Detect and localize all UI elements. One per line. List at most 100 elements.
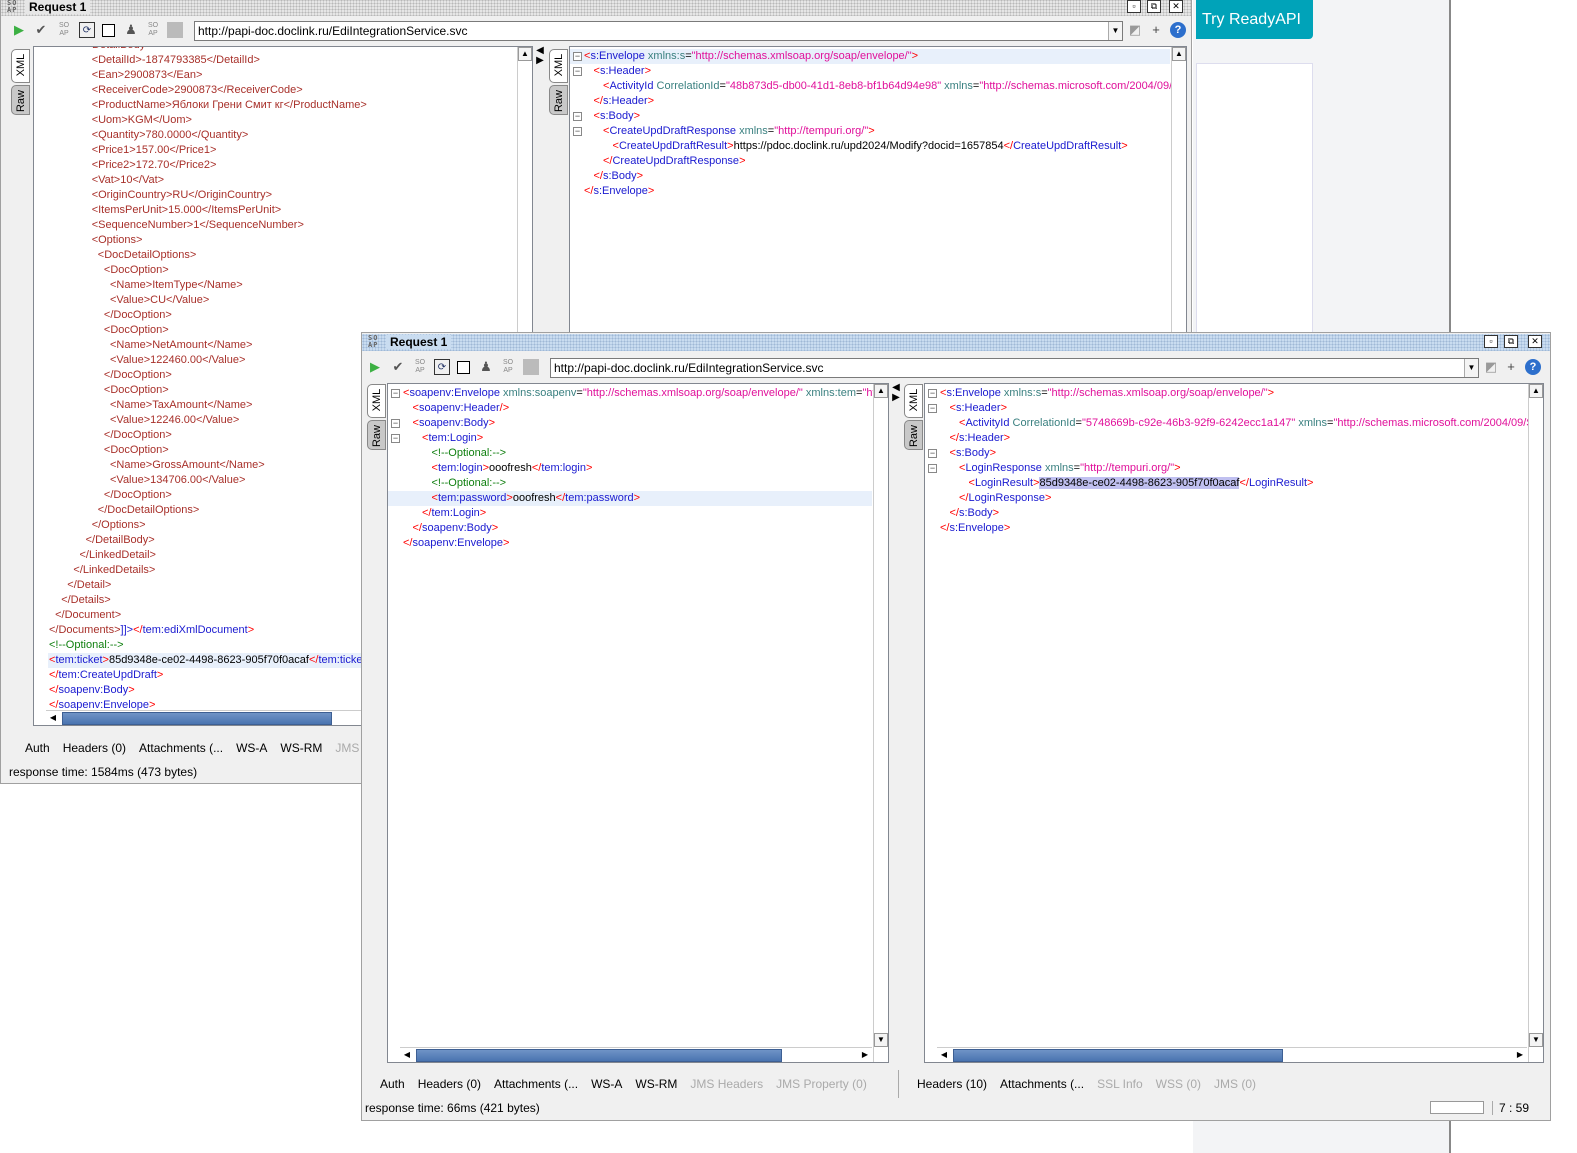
vertical-scrollbar[interactable]: ▲▼ [1528,384,1543,1062]
splitter-arrows-icon[interactable]: ◀▶ [892,382,900,403]
add-icon[interactable]: + [1152,22,1160,37]
response-time-status: response time: 1584ms (473 bytes) [9,765,198,779]
tab-raw[interactable]: Raw [11,85,30,115]
collapse-icon[interactable]: − [391,418,400,428]
collapse-icon[interactable]: − [573,51,582,61]
edit-icon[interactable]: ◩ [1484,359,1498,374]
collapse-icon[interactable]: − [928,463,937,473]
xml-line: <LoginResult>85d9348e-ce02-4498-8623-905… [925,476,1527,491]
collapse-icon[interactable]: − [391,433,400,443]
endpoint-url-field[interactable]: http://papi-doc.doclink.ru/EdiIntegratio… [550,358,1479,378]
horizontal-scrollbar[interactable]: ◀▶ [937,1047,1527,1062]
bottom-tab[interactable]: Attachments (... [139,741,224,755]
collapse-icon[interactable]: − [391,388,400,398]
xml-token: soapenv:Envelope [58,699,149,711]
chevron-down-icon[interactable]: ▼ [1464,359,1478,377]
stop-icon[interactable] [457,361,470,374]
divider [898,1070,899,1098]
window-title: Request 1 [25,0,91,14]
maximize-icon[interactable]: ⧉ [1147,0,1161,13]
xml-line: <Quantity>780.0000</Quantity> [48,128,516,143]
tab-raw[interactable]: Raw [549,85,568,115]
tab-xml[interactable]: XML [549,49,568,83]
bottom-tab[interactable]: Headers (0) [417,1077,482,1091]
user-icon[interactable]: ♟ [480,359,492,374]
close-icon[interactable]: ✕ [1528,335,1542,348]
run-icon[interactable]: ▶ [14,22,24,37]
tab-raw[interactable]: Raw [904,420,923,450]
minimize-icon[interactable]: ▫ [1484,335,1498,348]
request-xml-editor[interactable]: −<soapenv:Envelope xmlns:soapenv="http:/… [387,383,889,1063]
xml-token: <ItemsPerUnit>15.000</ItemsPerUnit> [91,204,282,216]
collapse-icon[interactable]: − [573,126,582,136]
edit-icon[interactable]: ◩ [1128,22,1142,37]
tab-xml[interactable]: XML [904,384,923,418]
xml-line: <CreateUpdDraftResult>https://pdoc.docli… [570,139,1170,154]
add-icon[interactable]: + [1507,359,1515,374]
xml-line: <Vat>10</Vat> [48,173,516,188]
bottom-tab[interactable]: Headers (0) [62,741,127,755]
stop-icon[interactable] [102,24,115,37]
bottom-tab[interactable]: WS-RM [280,741,323,755]
tab-raw[interactable]: Raw [367,420,386,450]
tab-xml[interactable]: XML [367,384,386,418]
splitter-arrows-icon[interactable]: ◀▶ [536,45,544,66]
xml-token: </DetailBody> [85,534,155,546]
try-readyapi-button[interactable]: Try ReadyAPI [1196,0,1313,39]
refresh-icon[interactable]: ⟳ [434,359,450,375]
bottom-tab[interactable]: Attachments (... [494,1077,579,1091]
bottom-tab[interactable]: Auth [380,1077,405,1091]
collapse-icon[interactable]: − [573,111,582,121]
xml-line: <DocOption> [48,323,516,338]
bottom-tab[interactable]: WS-A [591,1077,623,1091]
chevron-down-icon[interactable]: ▼ [1108,22,1122,40]
user-icon[interactable]: ♟ [125,22,137,37]
horizontal-scrollbar[interactable]: ◀▶ [400,1047,872,1062]
xml-token: LoginResult [974,477,1034,489]
run-icon[interactable]: ▶ [370,359,380,374]
help-icon[interactable]: ? [1170,22,1186,38]
help-icon[interactable]: ? [1525,359,1541,375]
bottom-tab[interactable]: Headers (10) [917,1077,988,1091]
minimize-icon[interactable]: ▫ [1127,0,1141,13]
add-assertion-icon[interactable]: ✔ [35,22,47,37]
collapse-icon[interactable]: − [928,448,937,458]
xml-line: </s:Header> [925,431,1527,446]
xml-line: <Uom>KGM</Uom> [48,113,516,128]
collapse-icon[interactable]: − [928,403,937,413]
xml-token: > [247,624,255,636]
xml-token: > [506,492,513,504]
xml-token: </ [949,507,959,519]
xml-line: </Details> [48,593,516,608]
add-assertion-icon[interactable]: ✔ [392,359,404,374]
xml-token: xmlns [1295,417,1328,429]
xml-token: <OriginCountry>RU</OriginCountry> [91,189,273,201]
response-xml-editor[interactable]: −<s:Envelope xmlns:s="http://schemas.xml… [924,383,1544,1063]
vertical-scrollbar[interactable]: ▲▼ [873,384,888,1062]
collapse-icon[interactable]: − [573,66,582,76]
xml-token: tem:password [437,492,507,504]
endpoint-url-field[interactable]: http://papi-doc.doclink.ru/EdiIntegratio… [194,21,1123,41]
bottom-tab[interactable]: WS-A [236,741,268,755]
xml-token: <Uom>KGM</Uom> [91,114,192,126]
xml-line: −<s:Header> [925,401,1527,416]
tab-xml[interactable]: XML [11,49,30,83]
xml-token: </DocOption> [103,429,172,441]
collapse-icon[interactable]: − [928,388,937,398]
maximize-icon[interactable]: ⧉ [1504,335,1518,348]
bottom-tab[interactable]: Auth [25,741,50,755]
close-icon[interactable]: ✕ [1169,0,1183,13]
xml-token: = [1073,462,1081,474]
xml-token: = [767,125,775,137]
refresh-icon[interactable]: ⟳ [79,22,95,38]
bottom-tab[interactable]: Attachments (... [1000,1077,1085,1091]
xml-line: <ProductName>Яблоки Грени Смит кг</Produ… [48,98,516,113]
bottom-tab[interactable]: WS-RM [635,1077,678,1091]
